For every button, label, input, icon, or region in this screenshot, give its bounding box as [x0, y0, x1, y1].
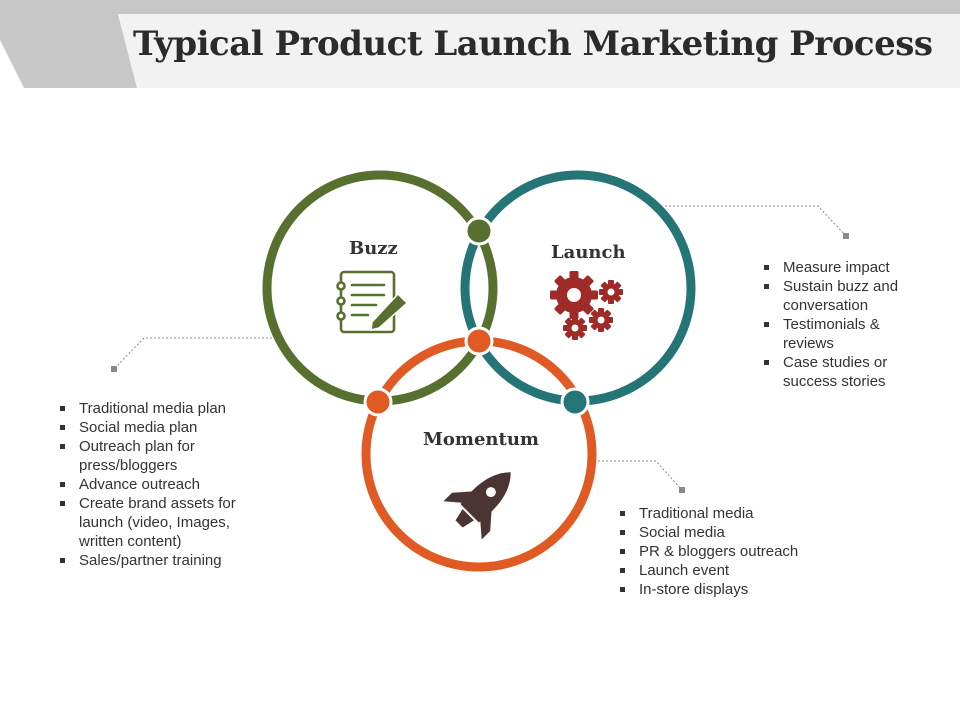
- launch-list: Measure impact Sustain buzz and conversa…: [761, 258, 911, 391]
- list-item: Launch event: [617, 561, 832, 580]
- list-item: Testimonials & reviews: [761, 315, 911, 353]
- launch-label: Launch: [551, 242, 626, 263]
- list-item: Sales/partner training: [57, 551, 272, 570]
- node-buzz-launch: [464, 216, 494, 246]
- list-item: Traditional media plan: [57, 399, 272, 418]
- momentum-list: Traditional media Social media PR & blog…: [617, 504, 832, 599]
- launch-connector-dot: [843, 233, 849, 239]
- buzz-connector-dot: [111, 366, 117, 372]
- rocket-icon: [443, 472, 511, 540]
- buzz-label: Buzz: [349, 238, 398, 259]
- header-bar: [0, 0, 960, 88]
- list-item: Social media: [617, 523, 832, 542]
- node-launch-momentum: [560, 387, 590, 417]
- notepad-pen-icon: [336, 270, 408, 334]
- list-item: Sustain buzz and conversation: [761, 277, 911, 315]
- list-item: Measure impact: [761, 258, 911, 277]
- list-item: Advance outreach: [57, 475, 272, 494]
- list-item: Social media plan: [57, 418, 272, 437]
- list-item: Outreach plan for press/bloggers: [57, 437, 229, 475]
- momentum-label: Momentum: [423, 429, 539, 450]
- launch-connector: [665, 205, 847, 237]
- momentum-connector: [598, 460, 683, 491]
- node-buzz-momentum: [363, 387, 393, 417]
- buzz-list: Traditional media plan Social media plan…: [57, 399, 272, 570]
- list-item: Create brand assets for launch (video, I…: [57, 494, 254, 551]
- list-item: Traditional media: [617, 504, 832, 523]
- header-gray-band: [0, 0, 960, 88]
- gears-icon: [550, 271, 623, 340]
- buzz-connector: [113, 337, 272, 370]
- momentum-connector-dot: [679, 487, 685, 493]
- header-light-panel: [118, 14, 960, 88]
- list-item: PR & bloggers outreach: [617, 542, 832, 561]
- list-item: In-store displays: [617, 580, 832, 599]
- page-title: Typical Product Launch Marketing Process: [133, 24, 933, 64]
- buzz-ring: [262, 170, 498, 406]
- momentum-ring: [361, 336, 597, 572]
- list-item: Case studies or success stories: [761, 353, 911, 391]
- node-center: [464, 326, 494, 356]
